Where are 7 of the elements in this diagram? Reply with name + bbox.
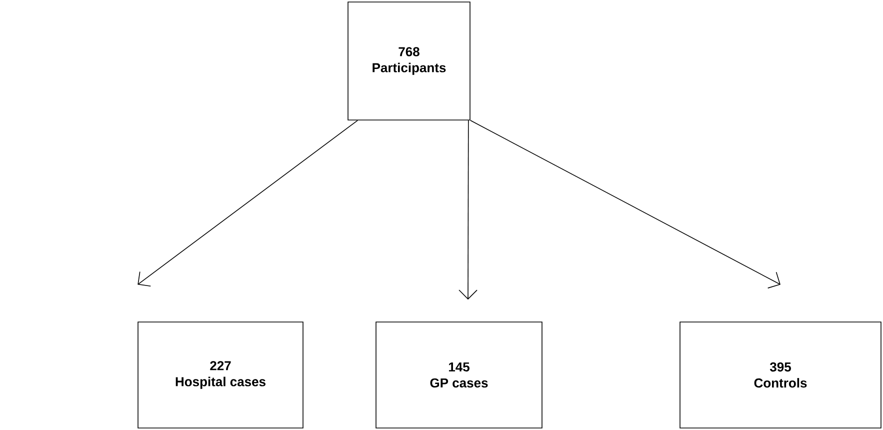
arrow bbox=[470, 120, 780, 288]
process-box: 768 Participants bbox=[348, 2, 470, 120]
arrow bbox=[458, 120, 478, 300]
arrow bbox=[138, 120, 358, 286]
process-box: 395 Controls bbox=[680, 322, 882, 428]
process-box: 227 Hospital cases bbox=[138, 322, 304, 428]
process-box: 145 GP cases bbox=[376, 322, 542, 428]
